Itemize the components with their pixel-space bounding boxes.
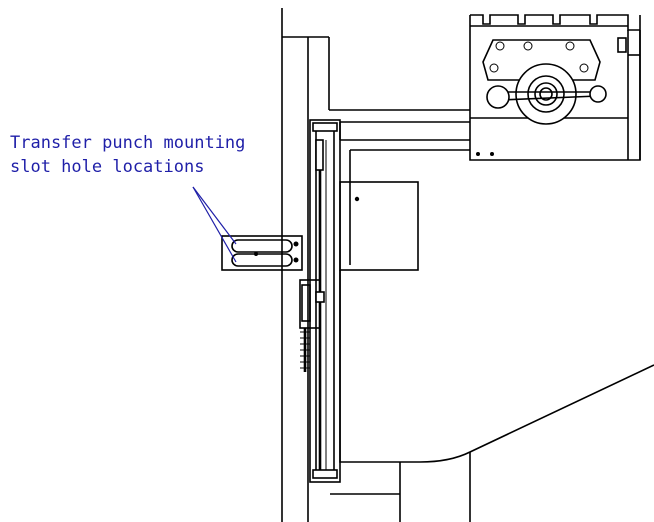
machine-arm — [329, 109, 470, 265]
head-assembly — [469, 14, 641, 161]
callout-line-2: slot hole locations — [10, 157, 205, 177]
scale-reader — [299, 279, 325, 372]
machine-base — [330, 270, 654, 522]
callout-label: Transfer punch mounting slot hole locati… — [10, 131, 245, 179]
scale-rail — [309, 119, 341, 483]
callout-line-1: Transfer punch mounting — [10, 133, 246, 153]
side-block — [339, 181, 419, 271]
callout-leaders — [192, 186, 237, 263]
mounting-bracket — [221, 235, 303, 271]
